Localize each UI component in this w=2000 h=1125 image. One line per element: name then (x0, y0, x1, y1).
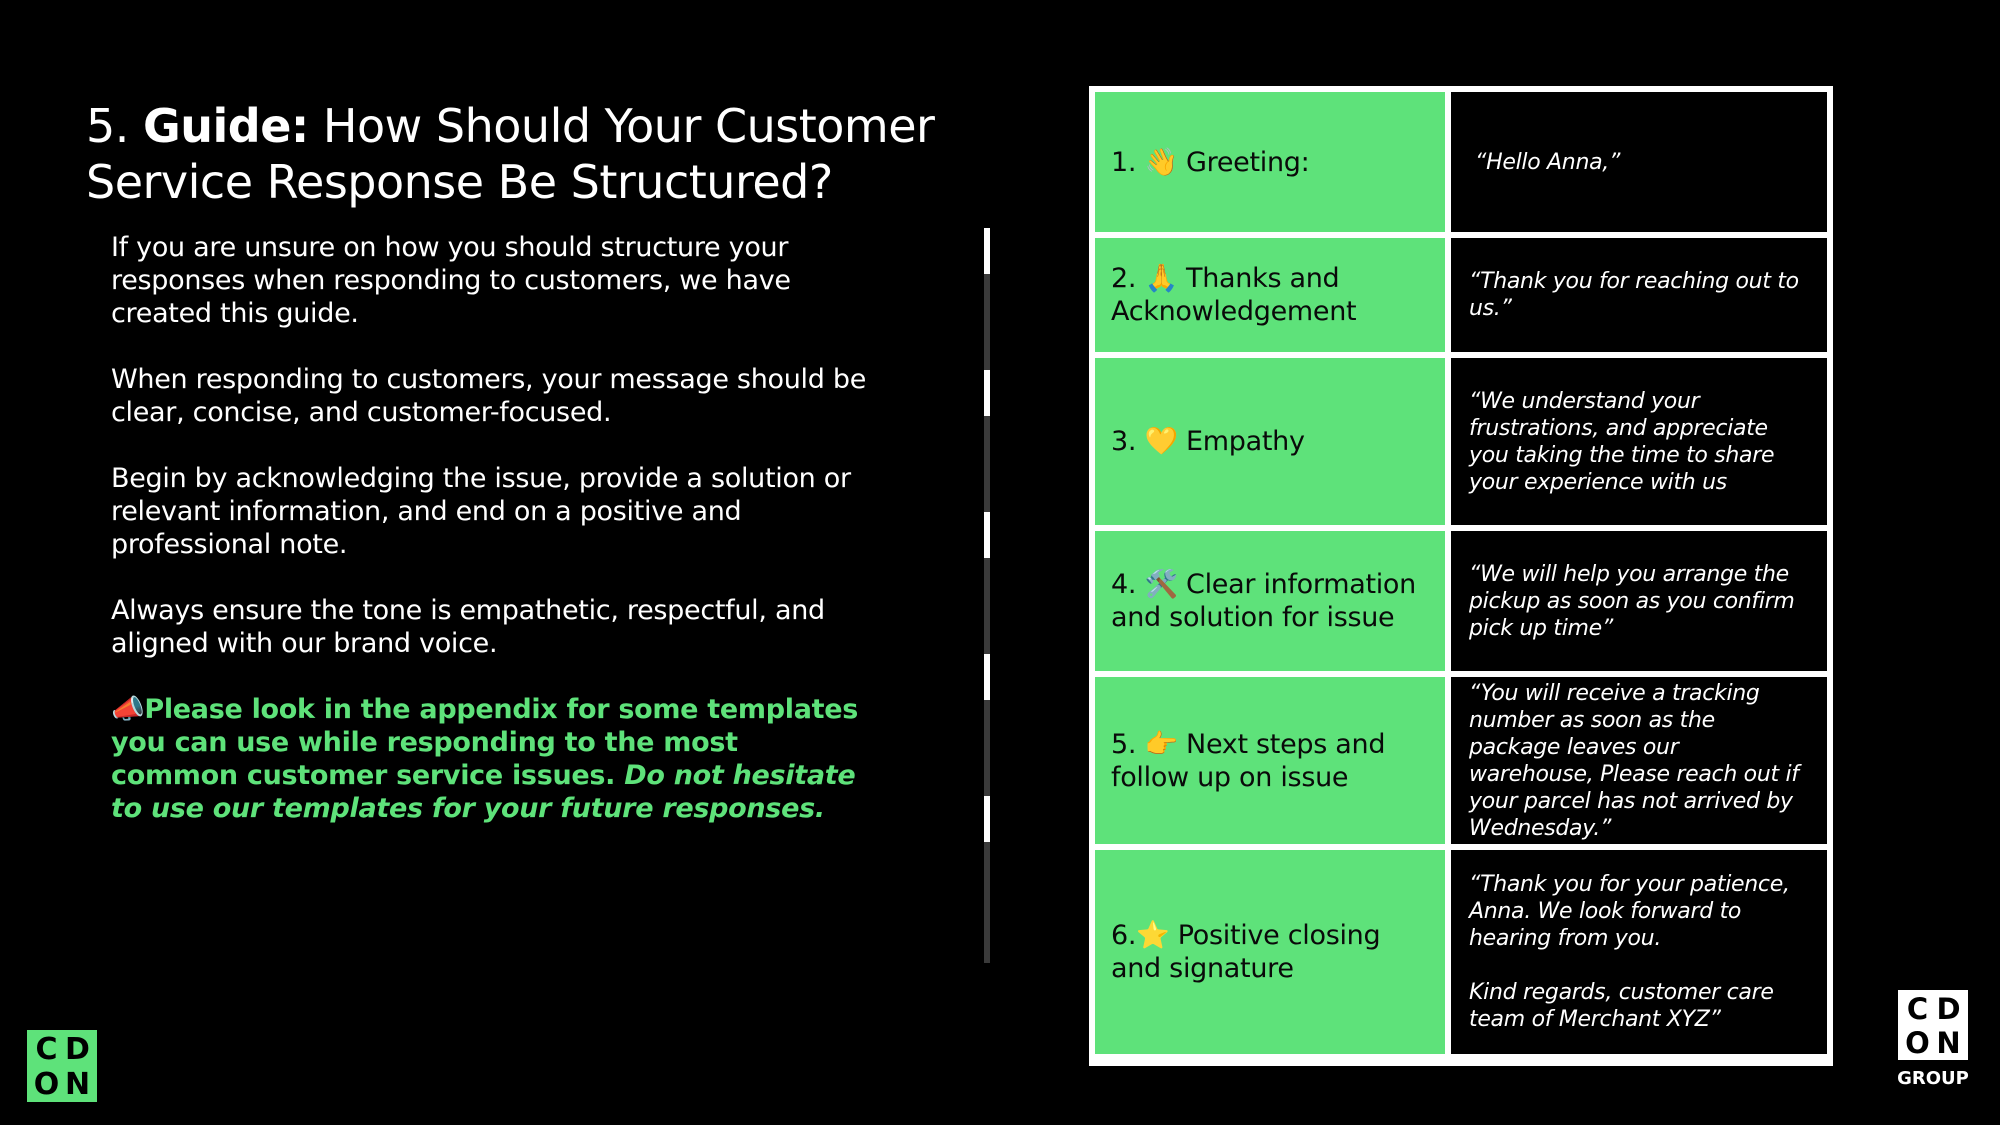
progress-divider (984, 228, 990, 963)
page-title: 5. Guide: How Should Your Customer Servi… (86, 98, 946, 210)
paragraph-clarity: When responding to customers, your messa… (111, 364, 867, 428)
example-cell: “You will receive a tracking number as s… (1451, 677, 1827, 844)
callout-emphasis: Do not hesitate to use our templates for… (111, 760, 856, 824)
paragraph-intro: If you are unsure on how you should stru… (111, 232, 791, 329)
divider-segment (984, 274, 990, 370)
logo-letter: O (1905, 1026, 1930, 1060)
table-row: 2. 🙏 Thanks and Acknowledgement “Thank y… (1095, 238, 1827, 352)
example-cell: “We understand your frustrations, and ap… (1451, 358, 1827, 525)
body-text: If you are unsure on how you should stru… (111, 231, 871, 858)
step-cell: 2. 🙏 Thanks and Acknowledgement (1095, 238, 1445, 352)
divider-segment (984, 228, 990, 274)
divider-segment (984, 700, 990, 796)
table-row: 6.⭐ Positive closing and signature “Than… (1095, 850, 1827, 1054)
callout-text: Please look in the appendix for some tem… (111, 694, 859, 791)
logo-letter: C (1906, 992, 1929, 1026)
divider-segment (984, 842, 990, 963)
paragraph-structure: Begin by acknowledging the issue, provid… (111, 463, 851, 560)
logo-letter: D (1936, 992, 1961, 1026)
logo-letter: N (64, 1067, 91, 1102)
title-rest: How Should Your Customer Service Respons… (86, 99, 935, 209)
divider-segment (984, 796, 990, 842)
example-cell: “Thank you for your patience, Anna. We l… (1451, 850, 1827, 1054)
step-cell: 5. 👉 Next steps and follow up on issue (1095, 677, 1445, 844)
divider-segment (984, 512, 990, 558)
appendix-callout: 📣Please look in the appendix for some te… (111, 693, 871, 825)
divider-segment (984, 558, 990, 654)
cdon-logo-green: C D O N (27, 1030, 97, 1102)
logo-group-label: GROUP (1897, 1068, 1969, 1089)
table-row: 4. 🛠️ Clear information and solution for… (1095, 531, 1827, 671)
logo-letter: C (35, 1032, 58, 1067)
title-bold: Guide: (143, 99, 309, 153)
response-structure-table: 1. 👋 Greeting: “Hello Anna,” 2. 🙏 Thanks… (1089, 86, 1833, 1066)
logo-letter: O (33, 1067, 60, 1102)
logo-letter: D (65, 1032, 90, 1067)
divider-segment (984, 416, 990, 512)
example-cell: “Hello Anna,” (1451, 92, 1827, 232)
paragraph-tone: Always ensure the tone is empathetic, re… (111, 595, 825, 659)
divider-segment (984, 370, 990, 416)
logo-letter: N (1936, 1026, 1961, 1060)
step-cell: 3. 💛 Empathy (1095, 358, 1445, 525)
example-cell: “We will help you arrange the pickup as … (1451, 531, 1827, 671)
step-cell: 1. 👋 Greeting: (1095, 92, 1445, 232)
megaphone-icon: 📣 (111, 694, 145, 725)
cdon-group-logo: C D O N (1898, 990, 1968, 1060)
example-cell: “Thank you for reaching out to us.” (1451, 238, 1827, 352)
table-row: 1. 👋 Greeting: “Hello Anna,” (1095, 92, 1827, 232)
title-prefix: 5. (86, 99, 144, 153)
step-cell: 4. 🛠️ Clear information and solution for… (1095, 531, 1445, 671)
step-cell: 6.⭐ Positive closing and signature (1095, 850, 1445, 1054)
table-row: 3. 💛 Empathy “We understand your frustra… (1095, 358, 1827, 525)
table-row: 5. 👉 Next steps and follow up on issue “… (1095, 677, 1827, 844)
divider-segment (984, 654, 990, 700)
